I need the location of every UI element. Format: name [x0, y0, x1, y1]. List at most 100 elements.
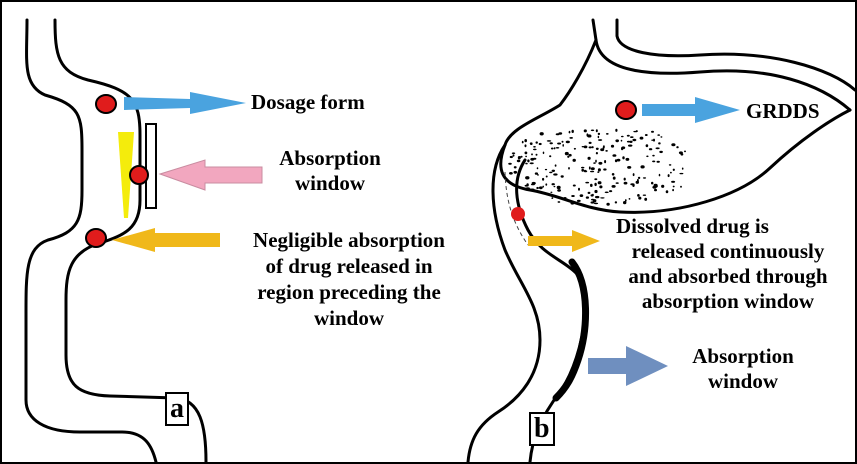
absorption-window-bar — [146, 124, 156, 208]
stomach-speck — [532, 191, 535, 192]
stomach-speck — [656, 147, 660, 149]
stomach-speck — [540, 132, 544, 135]
stomach-speck — [617, 159, 621, 162]
stomach-speck — [643, 195, 646, 196]
stomach-speck — [542, 186, 544, 188]
stomach-speck — [598, 181, 602, 184]
stomach-speck — [527, 159, 529, 162]
stomach-speck — [539, 186, 543, 189]
stomach-speck — [514, 171, 518, 174]
stomach-speck — [561, 175, 564, 177]
stomach-speck — [550, 192, 552, 193]
stomach-speck — [666, 190, 669, 193]
stomach-speck — [658, 142, 661, 144]
stomach-contents-dots — [508, 129, 686, 206]
stomach-speck — [644, 198, 647, 201]
stomach-speck — [562, 144, 564, 147]
stomach-speck — [660, 136, 662, 137]
stomach-speck — [558, 201, 561, 203]
stomach-speck — [615, 139, 619, 142]
stomach-speck — [537, 167, 539, 169]
dosage-form-dot — [96, 95, 116, 113]
stomach-body — [501, 40, 850, 212]
stomach-speck — [596, 148, 599, 150]
stomach-speck — [574, 148, 576, 150]
stomach-speck — [562, 141, 564, 143]
stomach-speck — [638, 177, 640, 179]
stomach-speck — [592, 146, 594, 148]
stomach-speck — [573, 185, 576, 187]
stomach-speck — [626, 158, 630, 161]
stomach-speck — [604, 160, 606, 163]
label-line: Dissolved drug is — [600, 216, 856, 237]
stomach-speck — [577, 200, 581, 202]
label-grdds: GRDDS — [746, 101, 820, 122]
stomach-speck — [591, 167, 595, 170]
pink-arrow — [160, 160, 262, 190]
stomach-speck — [557, 186, 561, 189]
stomach-speck — [545, 169, 547, 170]
stomach-speck — [525, 185, 529, 187]
stomach-speck — [536, 154, 538, 156]
stomach-inner-wall — [617, 20, 855, 90]
stomach-speck — [609, 190, 612, 192]
stomach-speck — [565, 152, 569, 155]
stomach-speck — [641, 165, 645, 168]
stomach-speck — [588, 192, 591, 194]
stomach-speck — [557, 143, 561, 145]
stomach-speck — [591, 199, 594, 201]
stomach-speck — [621, 136, 624, 138]
label-line: Negligible absorption — [224, 230, 474, 251]
stomach-speck — [659, 151, 663, 153]
stomach-speck — [643, 177, 646, 178]
stomach-speck — [603, 145, 605, 148]
blue-arrow — [642, 97, 740, 123]
stomach-speck — [598, 168, 601, 171]
steel-blue-arrow — [588, 346, 668, 386]
label-line: absorption window — [600, 291, 856, 312]
stomach-speck — [586, 196, 589, 198]
stomach-speck — [585, 182, 589, 184]
stomach-speck — [578, 188, 580, 191]
stomach-speck — [566, 141, 570, 144]
stomach-speck — [615, 129, 617, 132]
stomach-speck — [669, 164, 672, 166]
stomach-speck — [571, 195, 575, 197]
stomach-speck — [532, 182, 536, 185]
stomach-speck — [622, 156, 624, 159]
stomach-speck — [533, 146, 536, 148]
stomach-speck — [657, 134, 660, 136]
stomach-speck — [598, 139, 602, 141]
blue-arrow — [124, 92, 246, 114]
stomach-speck — [603, 168, 606, 170]
stomach-speck — [627, 166, 631, 169]
stomach-speck — [653, 139, 655, 142]
label-line: of drug released in — [224, 256, 474, 277]
stomach-speck — [569, 131, 571, 134]
stomach-speck — [651, 131, 654, 133]
label-negligible-absorption: Negligible absorption of drug released i… — [224, 230, 474, 329]
stomach-speck — [670, 172, 672, 174]
stomach-speck — [552, 170, 555, 172]
stomach-speck — [545, 183, 547, 185]
stomach-speck — [673, 169, 675, 171]
stomach-speck — [592, 194, 594, 196]
label-line: Absorption — [670, 346, 816, 367]
stomach-speck — [546, 176, 548, 178]
stomach-speck — [621, 140, 623, 142]
stomach-speck — [510, 156, 513, 158]
stomach-speck — [625, 199, 627, 202]
stomach-speck — [557, 189, 561, 192]
stomach-speck — [654, 189, 657, 191]
stomach-speck — [554, 147, 556, 149]
stomach-speck — [657, 161, 660, 163]
stomach-speck — [584, 146, 588, 149]
stomach-speck — [594, 203, 598, 205]
stomach-speck — [632, 139, 636, 141]
dosage-form-dot — [86, 229, 106, 247]
stomach-speck — [588, 157, 591, 160]
panel-tag-b: b — [529, 412, 555, 446]
stomach-speck — [596, 129, 598, 132]
stomach-speck — [568, 167, 570, 170]
label-line: released continuously — [600, 241, 856, 262]
